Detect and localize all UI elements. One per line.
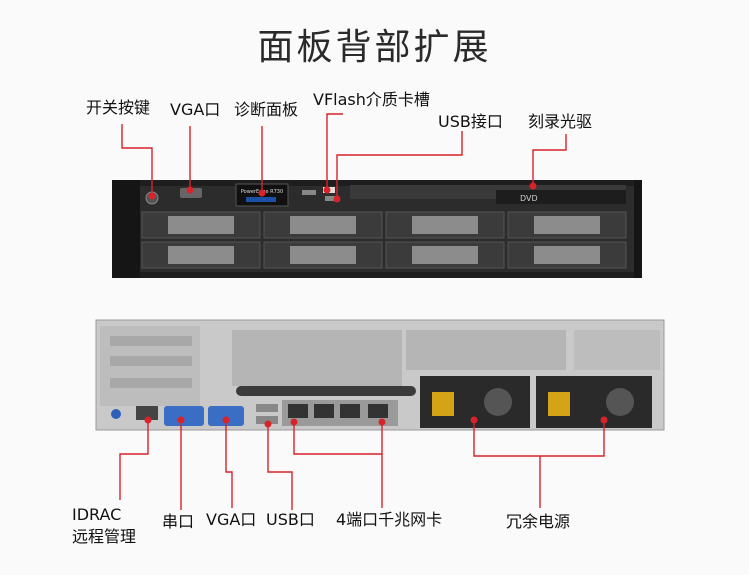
rear-usb-port-1 bbox=[256, 404, 278, 412]
optical-drive bbox=[496, 190, 626, 204]
drive-bays bbox=[141, 211, 627, 269]
idrac-port bbox=[136, 406, 158, 420]
leader-vga-rear bbox=[225, 420, 233, 508]
rear-vga-port bbox=[208, 406, 244, 426]
serial-port bbox=[164, 406, 204, 426]
rear-usb-port-2 bbox=[256, 416, 278, 424]
label-diag-panel: 诊断面板 bbox=[234, 100, 299, 119]
front-server: PowerEdge R730 DVD bbox=[112, 180, 642, 278]
label-usb-front: USB接口 bbox=[438, 112, 503, 131]
label-psu: 冗余电源 bbox=[506, 512, 571, 531]
id-button-icon bbox=[111, 409, 121, 419]
dvd-label: DVD bbox=[520, 194, 538, 203]
leader-optical bbox=[532, 134, 567, 184]
label-vflash: VFlash介质卡槽 bbox=[313, 90, 430, 109]
rear-pcie-area-right bbox=[406, 330, 566, 370]
leader-dots bbox=[144, 182, 608, 428]
label-idrac-line1: IDRAC bbox=[72, 505, 122, 524]
rear-pcie-area-mid bbox=[232, 330, 402, 386]
label-idrac: IDRAC 远程管理 bbox=[72, 504, 136, 548]
leader-power bbox=[121, 124, 153, 194]
leader-idrac bbox=[119, 420, 149, 500]
leader-usb-front bbox=[336, 131, 463, 197]
label-power-button: 开关按键 bbox=[86, 98, 151, 117]
label-nic: 4端口千兆网卡 bbox=[336, 510, 443, 529]
rear-server bbox=[95, 319, 665, 431]
label-optical-drive: 刻录光驱 bbox=[528, 112, 593, 131]
label-vga-front: VGA口 bbox=[170, 100, 221, 119]
leader-psu-bracket bbox=[473, 420, 605, 457]
label-usb-rear: USB口 bbox=[266, 510, 315, 529]
leader-vflash bbox=[326, 113, 343, 188]
leader-lines bbox=[119, 113, 605, 510]
label-vga-rear: VGA口 bbox=[206, 510, 257, 529]
left-rack-ear bbox=[112, 180, 140, 278]
leader-nic-bracket bbox=[293, 422, 383, 455]
leader-usb-rear bbox=[267, 424, 293, 510]
label-serial: 串口 bbox=[162, 512, 195, 531]
label-idrac-line2: 远程管理 bbox=[72, 527, 137, 546]
page-title: 面板背部扩展 bbox=[257, 27, 492, 68]
